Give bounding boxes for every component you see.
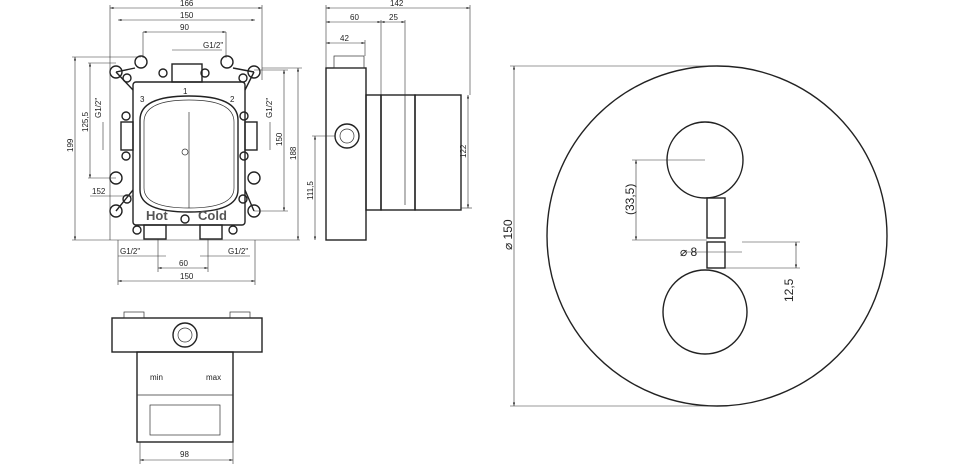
dim-111-5: 111,5 [306,181,315,200]
cold-port [199,224,223,240]
dim-152: 152 [92,187,106,196]
dim-122: 122 [459,144,468,158]
dim-33-5: (33,5) [623,184,637,215]
dim-60: 60 [179,259,188,268]
dim-diameter-8: ⌀ 8 [680,245,698,259]
side-port [334,123,360,149]
dim-g-left: G1/2" [94,98,103,118]
lower-handle [662,269,748,355]
handle-stem [706,197,726,239]
dim-diameter-150: ⌀ 150 [501,219,515,250]
dim-199: 199 [66,138,75,152]
front-view: Hot Cold 1 3 2 166 150 90 G1/2" 199 125,… [66,0,302,285]
mounting-lugs [109,55,261,235]
dim-188: 188 [289,146,298,160]
dim-42: 42 [340,34,349,43]
dim-g-bottom-left: G1/2" [120,247,140,256]
mounting-plate [325,67,367,241]
bottom-port [172,322,198,348]
valve-cylinder [380,94,416,211]
inner-housing [139,95,239,213]
valve-cap [414,94,462,211]
port-3-label: 3 [140,95,145,104]
dim-g-bottom-right: G1/2" [228,247,248,256]
bottom-body [136,351,234,443]
trim-plate-view: ⌀ 150 (33,5) ⌀ 8 12,5 [501,65,888,407]
cover-plate [546,65,888,407]
dim-90: 90 [180,23,189,32]
left-port [120,121,134,151]
dim-142: 142 [390,0,404,8]
hot-label: Hot [146,208,168,223]
hot-port [143,224,167,240]
dim-g-right: G1/2" [265,98,274,118]
dim-25: 25 [389,13,398,22]
min-label: min [150,373,163,382]
dim-166: 166 [180,0,194,8]
dim-g-top: G1/2" [203,41,223,50]
cold-label: Cold [198,208,227,223]
center-screw-icon [181,148,189,156]
dim-150-right: 150 [275,132,284,146]
dim-12-5: 12,5 [782,278,796,302]
dim-98: 98 [180,450,189,459]
front-dimensions: 166 150 90 G1/2" 199 125,5 G1/2" G1/2" 1… [66,0,302,285]
bottom-view: min max 98 [111,311,263,464]
port-1-label: 1 [183,87,188,96]
dim-125-5: 125,5 [81,111,90,132]
dim-150-top: 150 [180,11,194,20]
dim-60-side: 60 [350,13,359,22]
right-port [244,121,258,151]
port-2-label: 2 [230,95,235,104]
side-view: 142 60 25 42 111,5 122 [306,0,472,241]
top-port [171,63,203,83]
max-label: max [206,373,221,382]
dim-150-bottom: 150 [180,272,194,281]
